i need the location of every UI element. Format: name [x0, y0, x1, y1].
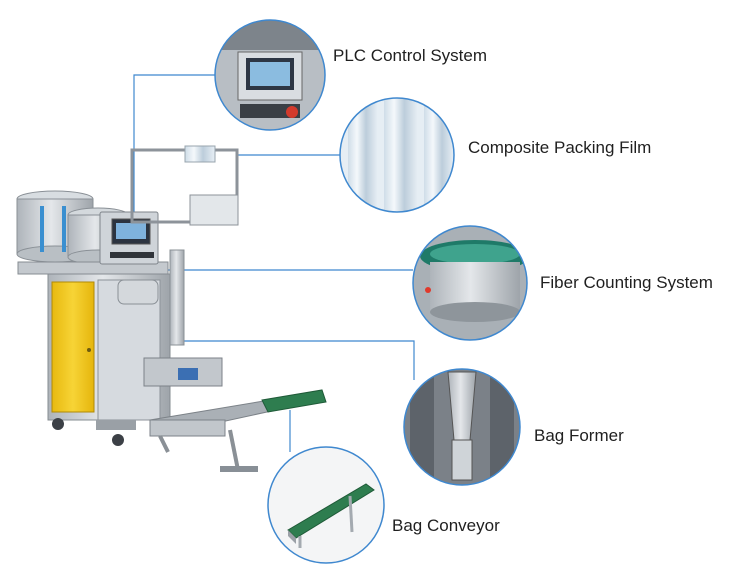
film-roll-machine [184, 145, 216, 163]
label-fiber-counting-system: Fiber Counting System [540, 273, 713, 292]
label-bag-conveyor: Bag Conveyor [392, 516, 500, 535]
caster-wheel [52, 418, 64, 430]
leader-line-plc [133, 74, 215, 232]
plc-circle [214, 19, 326, 131]
film-inset [339, 97, 455, 213]
former-inset [403, 368, 521, 486]
discharge-conveyor [148, 389, 327, 472]
label-bag-former: Bag Former [534, 426, 624, 445]
yellow-door [51, 281, 95, 413]
conveyor-inset [267, 446, 385, 564]
film-circle [339, 97, 455, 213]
plc-inset [214, 19, 326, 131]
fiber-circle [412, 225, 528, 341]
packing-machine [16, 145, 327, 472]
conveyor-circle [267, 446, 385, 564]
former-circle [403, 368, 521, 486]
fiber-inset [412, 225, 528, 341]
leader-line-former [183, 340, 415, 380]
label-composite-packing-film: Composite Packing Film [468, 138, 652, 157]
forming-tube [169, 249, 185, 346]
label-plc-control-system: PLC Control System [333, 46, 487, 65]
leader-lines [133, 74, 415, 452]
